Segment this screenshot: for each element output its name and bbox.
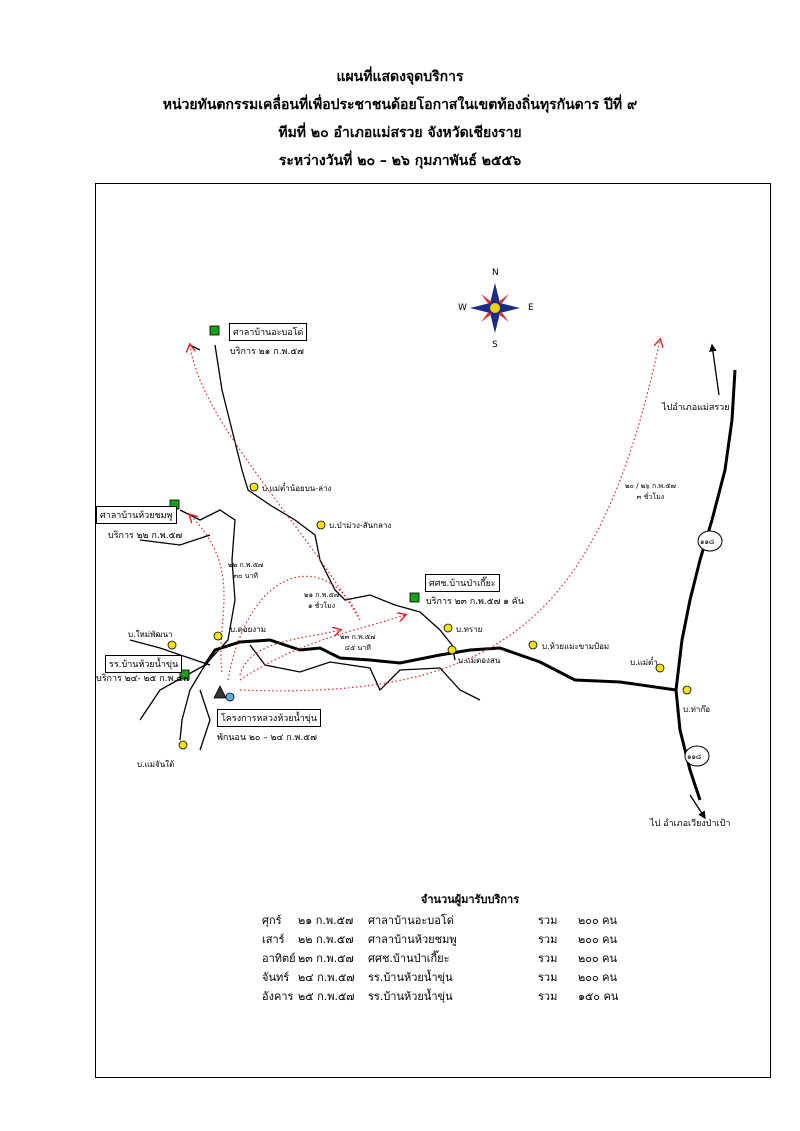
- summary-cell: ๒๑ ก.พ.๕๗: [298, 913, 354, 927]
- village-icons: [167, 482, 692, 750]
- summary-row: อาทิตย์๒๓ ก.พ.๕๗ ศศช.บ้านป่าเกี๊ยะ รวม ๒๐๐ …: [262, 948, 638, 967]
- route-date: ๒๐ / ๒๖ ก.พ.๕๗: [625, 482, 676, 490]
- village-label: บ.ดอยงาม: [230, 625, 266, 634]
- site-service: บริการ ๒๒ ก.พ.๕๗: [108, 531, 183, 541]
- site-label: ศศช.บ้านป่าเกี๊ยะ: [425, 574, 500, 592]
- summary-cell: รวม: [538, 989, 558, 1003]
- title-line-3: ทีมที่ ๒๐ อำเภอแม่สรวย จังหวัดเชียงราย: [278, 125, 522, 141]
- title-line-4: ระหว่างวันที่ ๒๐ – ๒๖ กุมภาพันธ์ ๒๕๕๖: [278, 153, 522, 169]
- compass-west: W: [458, 303, 467, 313]
- village-label: บ.ทราย: [456, 625, 483, 634]
- title-line-1: แผนที่แสดงจุดบริการ: [336, 69, 464, 85]
- route-label: ๒๓ ก.พ.๕๗๔๕ นาที: [340, 632, 376, 654]
- summary-row: อังคาร ๒๕ ก.พ.๕๗ รร.บ้านห้วยน้ำขุ่น รวม ๑๕๐ …: [262, 986, 638, 1005]
- summary-cell: ๒๐๐ คน: [578, 970, 618, 984]
- summary-cell: ๒๒ ก.พ.๕๗: [298, 932, 354, 946]
- summary-cell: อาทิตย์: [262, 951, 296, 965]
- summary-cell: รวม: [538, 970, 558, 984]
- summary-cell: รวม: [538, 932, 558, 946]
- village-label: บ.แม่ต๋ำ: [630, 658, 658, 667]
- route-time: ๑ ชั่วโมง: [308, 602, 336, 610]
- route-time: ๓๐ นาที: [233, 572, 258, 580]
- village-label: บ.ใหม่พัฒนา: [128, 630, 173, 639]
- service-routes: [190, 340, 660, 692]
- site-label: รร.บ้านห้วยน้ำขุ่น: [105, 655, 183, 673]
- arrow-to-wiangpapao: [689, 794, 706, 820]
- title-line-2: หน่วยทันตกรรมเคลื่อนที่เพื่อประชาชนด้อยโ…: [162, 97, 638, 113]
- route-label: ๒๒ ก.พ.๕๗๓๐ นาที: [228, 560, 263, 582]
- road-number: ๑๑๘: [687, 753, 702, 761]
- service-site-icons: [169, 325, 420, 702]
- summary-cell: รร.บ้านห้วยน้ำขุ่น: [368, 989, 453, 1003]
- site-label: ศาลาบ้านอะบอโด่: [229, 323, 308, 341]
- route-time: ๓ ชั่วโมง: [636, 493, 665, 501]
- summary-row: ศุกร์ ๒๑ ก.พ.๕๗ ศาลาบ้านอะบอโด่ รวม ๒๐๐ คน: [262, 910, 638, 929]
- summary-cell: ๒๐๐ คน: [578, 951, 618, 965]
- summary-cell: ๒๐๐ คน: [578, 932, 618, 946]
- route-label: ๒๐ / ๒๖ ก.พ.๕๗๓ ชั่วโมง: [625, 481, 676, 503]
- summary-cell: ๒๓ ก.พ.๕๗: [298, 951, 354, 965]
- compass-north: N: [492, 268, 499, 278]
- summary-cell: จันทร์: [262, 970, 290, 984]
- summary-cell: ๒๕ ก.พ.๕๗: [298, 989, 355, 1003]
- summary-cell: ศาลาบ้านห้วยชมพู: [368, 932, 457, 946]
- rivers: [129, 344, 481, 751]
- summary-row: จันทร์ ๒๔ ก.พ.๕๗ รร.บ้านห้วยน้ำขุ่น รวม ๒๐๐ …: [262, 967, 638, 986]
- site-service: บริการ ๒๔- ๒๕ ก.พ.๕๗: [96, 674, 190, 684]
- site-service: พักนอน ๒๐ – ๒๔ ก.พ.๕๗: [217, 733, 317, 743]
- site-service: บริการ ๒๓ ก.พ.๕๗ ๑ คัน: [426, 597, 524, 607]
- roads: [203, 369, 737, 801]
- village-label: บ.แม่ต๋ำน้อยบน-ล่าง: [262, 484, 332, 493]
- summary-heading: จำนวนผู้มารับบริการ: [420, 893, 520, 906]
- village-label: บ.ป่าม่วง-สันกลาง: [329, 521, 392, 530]
- summary-cell: อังคาร: [262, 989, 294, 1003]
- direction-south: ไป อำเภอเวียงป่าเป้า: [650, 819, 731, 829]
- route-date: ๒๒ ก.พ.๕๗: [228, 561, 264, 569]
- summary-cell: ๒๐๐ คน: [578, 913, 618, 927]
- summary-cell: เสาร์: [262, 932, 285, 946]
- summary-cell: รวม: [538, 913, 558, 927]
- route-time: ๔๕ นาที: [344, 644, 371, 652]
- arrow-to-maesuai: [709, 343, 720, 396]
- direction-north: ไปอำเภอแม่สรวย: [662, 403, 730, 413]
- compass-rose-icon: [470, 283, 520, 333]
- road-marker-icon: [684, 530, 723, 767]
- site-label: ศาลาบ้านห้วยชมพู: [96, 506, 177, 524]
- village-label: บ.แม่ตองสน: [458, 656, 501, 665]
- summary-cell: รร.บ้านห้วยน้ำขุ่น: [368, 970, 453, 984]
- summary-cell: รวม: [538, 951, 558, 965]
- route-date: ๒๑ ก.พ.๕๗: [304, 591, 340, 599]
- village-label: บ.แม่จันใต้: [137, 760, 175, 769]
- village-label: บ.ห้วยแมะขามป้อม: [542, 642, 610, 651]
- route-label: ๒๑ ก.พ.๕๗๑ ชั่วโมง: [304, 590, 339, 612]
- map-frame: [95, 183, 771, 1078]
- summary-table: จำนวนผู้มารับบริการ ศุกร์๒๑ ก.พ.๕๗ศาลาบ้…: [262, 890, 638, 1005]
- road-number: ๑๑๘: [700, 538, 715, 546]
- summary-cell: ๑๕๐ คน: [578, 989, 619, 1003]
- summary-cell: ศศช.บ้านป่าเกี๊ยะ: [368, 951, 450, 965]
- summary-row: เสาร์ ๒๒ ก.พ.๕๗ ศาลาบ้านห้วยชมพู รวม ๒๐๐ คน: [262, 929, 638, 948]
- village-label: บ.ท่าก๊อ: [683, 705, 711, 714]
- summary-cell: ศาลาบ้านอะบอโด่: [368, 913, 454, 927]
- site-service: บริการ ๒๑ ก.พ.๕๗: [230, 347, 304, 357]
- summary-cell: ๒๔ ก.พ.๕๗: [298, 970, 355, 984]
- compass-south: S: [492, 340, 498, 350]
- route-date: ๒๓ ก.พ.๕๗: [340, 633, 376, 641]
- compass-east: E: [528, 303, 534, 313]
- summary-cell: ศุกร์: [262, 913, 282, 927]
- site-label: โครงการหลวงห้วยน้ำขุ่น: [217, 709, 322, 727]
